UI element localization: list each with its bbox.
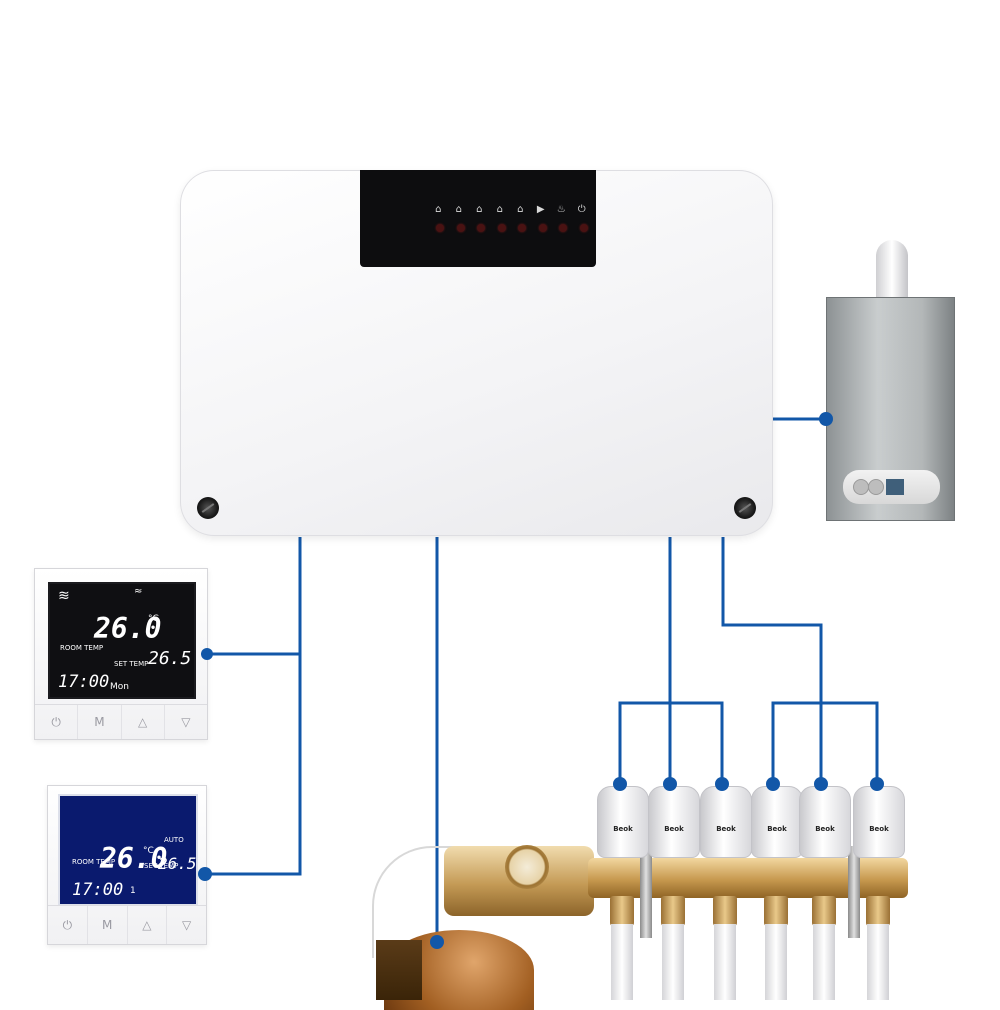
temperature-unit: °C bbox=[148, 614, 159, 624]
down-button[interactable]: ▽ bbox=[182, 918, 192, 932]
pump-terminal-box bbox=[376, 940, 422, 1000]
home-icon: ⌂ bbox=[517, 204, 524, 215]
actuator-brand-label: Beok bbox=[815, 825, 835, 833]
temperature-unit: °C bbox=[143, 846, 154, 856]
thermal-actuator: Beok bbox=[648, 786, 700, 858]
home-icon: ⌂ bbox=[496, 204, 503, 215]
weekday: Mon bbox=[110, 682, 129, 692]
wire-controller-to-thermostats bbox=[207, 537, 302, 876]
boiler-display bbox=[886, 479, 904, 495]
clock-time: 17:00 bbox=[72, 880, 124, 900]
screw-icon bbox=[197, 497, 219, 519]
manifold-outlet bbox=[866, 896, 890, 926]
floor-heating-pipe bbox=[714, 924, 736, 1000]
power-button[interactable]: ⏻ bbox=[35, 705, 79, 739]
room-temperature: 26.0 bbox=[100, 842, 168, 875]
thermal-actuator: Beok bbox=[853, 786, 905, 858]
set-temp-label: SET TEMP bbox=[114, 660, 149, 668]
actuator-brand-label: Beok bbox=[613, 825, 633, 833]
wire-actuator-a-branch bbox=[618, 701, 724, 782]
wire-actuator-b-branch bbox=[771, 701, 879, 782]
manifold-bracket bbox=[848, 846, 860, 938]
indicator-leds bbox=[430, 224, 594, 232]
mode-button[interactable]: M bbox=[78, 705, 122, 739]
clock-time: 17:00 bbox=[58, 672, 110, 692]
indicator-led bbox=[436, 224, 445, 232]
floor-heating-pipe bbox=[662, 924, 684, 1000]
boiler-control-panel bbox=[843, 470, 940, 504]
thermal-actuator: Beok bbox=[751, 786, 803, 858]
indicator-icons: ⌂ ⌂ ⌂ ⌂ ⌂ ▶ ♨ ⏻ bbox=[428, 204, 592, 216]
home-icon: ⌂ bbox=[455, 204, 462, 215]
manifold-outlet bbox=[610, 896, 634, 926]
home-icon: ⌂ bbox=[435, 204, 442, 215]
down-button[interactable]: ▽ bbox=[181, 715, 191, 729]
actuator-brand-label: Beok bbox=[716, 825, 736, 833]
manifold-outlet bbox=[661, 896, 685, 926]
manifold-outlet bbox=[812, 896, 836, 926]
boiler-dial-icon bbox=[868, 479, 884, 495]
mode-button[interactable]: M bbox=[88, 906, 128, 944]
room-temp-label: ROOM TEMP bbox=[60, 644, 104, 652]
set-temperature: 26.5 bbox=[148, 648, 192, 669]
flame-icon: ♨ bbox=[556, 204, 566, 215]
indicator-led bbox=[579, 224, 588, 232]
floor-heating-pipe bbox=[611, 924, 633, 1000]
screw-icon bbox=[734, 497, 756, 519]
pump-icon: ▶ bbox=[536, 204, 545, 215]
thermostat-1-display: ≋ ≈ ROOM TEMP 26.0 °C SET TEMP 26.5 17:0… bbox=[48, 582, 196, 699]
wiring-center-controller: ⌂ ⌂ ⌂ ⌂ ⌂ ▶ ♨ ⏻ bbox=[180, 170, 773, 536]
floor-heating-pipe bbox=[867, 924, 889, 1000]
up-button[interactable]: △ bbox=[122, 705, 165, 739]
indicator-led bbox=[477, 224, 486, 232]
actuator-brand-label: Beok bbox=[869, 825, 889, 833]
indicator-led bbox=[497, 224, 506, 232]
indicator-led bbox=[538, 224, 547, 232]
floor-heating-pipe bbox=[813, 924, 835, 1000]
temperature-gauge-icon bbox=[505, 845, 549, 889]
thermostat-2-display: ROOM TEMP 26.0 °C AUTO SET TEMP 26.5 17:… bbox=[58, 794, 198, 906]
room-temperature: 26.0 bbox=[94, 612, 162, 645]
boiler-dial-icon bbox=[853, 479, 869, 495]
manifold-outlet bbox=[764, 896, 788, 926]
thermostat-black-lcd: ≋ ≈ ROOM TEMP 26.0 °C SET TEMP 26.5 17:0… bbox=[34, 568, 208, 740]
actuator-brand-label: Beok bbox=[664, 825, 684, 833]
thermal-actuator: Beok bbox=[700, 786, 752, 858]
weekday: 1 bbox=[130, 886, 136, 896]
gas-boiler bbox=[826, 297, 955, 521]
indicator-led bbox=[456, 224, 465, 232]
boiler-flue-pipe bbox=[876, 240, 908, 300]
power-icon: ⏻ bbox=[577, 204, 586, 215]
room-temp-label: ROOM TEMP bbox=[72, 858, 116, 866]
thermal-actuator: Beok bbox=[799, 786, 851, 858]
manifold-bracket bbox=[640, 846, 652, 938]
indicator-led bbox=[559, 224, 568, 232]
thermostat-1-buttons: ⏻M△ ▽ bbox=[35, 704, 207, 739]
home-icon: ⌂ bbox=[476, 204, 483, 215]
set-temp-label: SET TEMP bbox=[144, 862, 179, 870]
heating-icon: ≋ bbox=[58, 588, 70, 604]
actuator-brand-label: Beok bbox=[767, 825, 787, 833]
set-temperature: 26.5 bbox=[158, 854, 197, 873]
wifi-icon: ≈ bbox=[134, 586, 143, 597]
indicator-led bbox=[518, 224, 527, 232]
brass-manifold bbox=[588, 858, 908, 898]
floor-heating-pipe bbox=[765, 924, 787, 1000]
auto-mode-label: AUTO bbox=[164, 836, 184, 844]
thermal-actuator: Beok bbox=[597, 786, 649, 858]
thermostat-2-buttons: ⏻M△ ▽ bbox=[48, 905, 206, 944]
manifold-outlet bbox=[713, 896, 737, 926]
thermostat-blue-lcd: ROOM TEMP 26.0 °C AUTO SET TEMP 26.5 17:… bbox=[47, 785, 207, 945]
power-button[interactable]: ⏻ bbox=[48, 906, 88, 944]
up-button[interactable]: △ bbox=[128, 906, 168, 944]
controller-indicator-panel: ⌂ ⌂ ⌂ ⌂ ⌂ ▶ ♨ ⏻ bbox=[360, 170, 596, 267]
